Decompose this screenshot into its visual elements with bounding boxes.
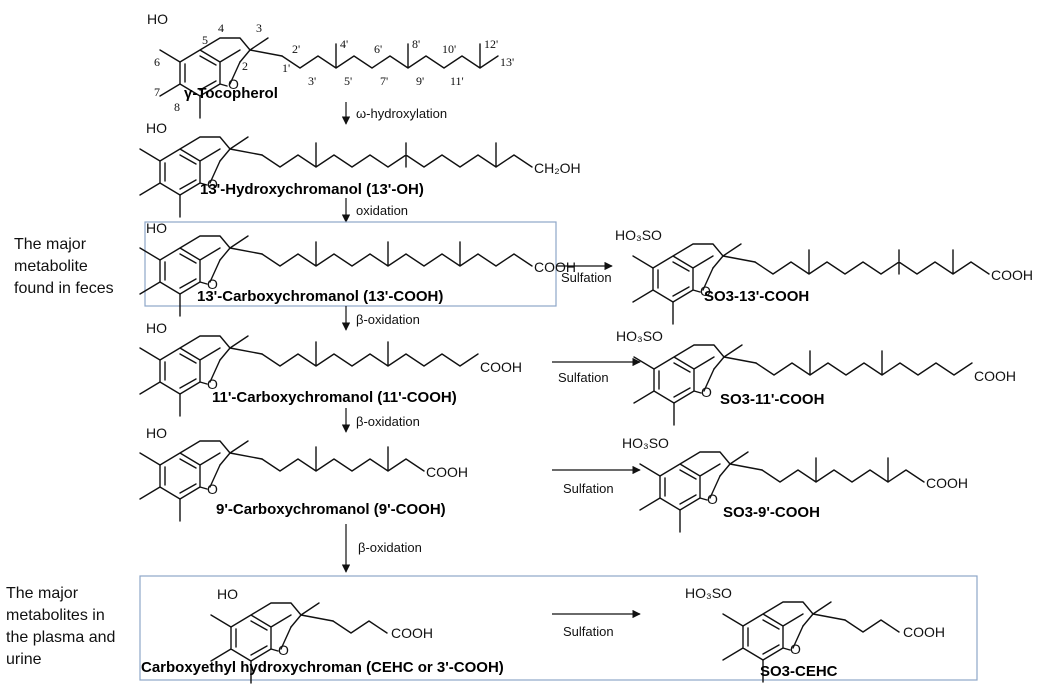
ring-oxygen-label: O (207, 376, 218, 392)
svg-text:4: 4 (218, 21, 224, 35)
note-plasma-line2: metabolites in (6, 607, 105, 624)
ring-oxygen-label: O (701, 384, 712, 400)
name-so3-11-cooh: SO3-11'-COOH (720, 391, 824, 408)
molecule-11-carboxychromanol: HO O COOH (139, 320, 522, 417)
note-plasma-line3: the plasma and (6, 629, 115, 646)
name-so3-9-cooh: SO3-9'-COOH (723, 504, 820, 521)
label-sulfation-13: Sulfation (561, 270, 612, 285)
name-so3-13-cooh: SO3-13'-COOH (704, 288, 809, 305)
hydroxyl-label: HO (147, 11, 168, 27)
label-beta-oxidation-1: β-oxidation (356, 312, 420, 327)
molecule-so3-cehc: HO₃SO O COOH (685, 585, 945, 683)
atom-numbering: 5 6 7 8 4 3 2 1' 2' 3' 4' 5' 6' 7' 8' 9'… (154, 21, 514, 114)
ring-oxygen-label: O (207, 481, 218, 497)
svg-text:12': 12' (484, 37, 498, 51)
ring-oxygen-label: O (707, 491, 718, 507)
svg-text:1': 1' (282, 61, 290, 75)
hydroxyl-label: HO (146, 220, 167, 236)
svg-text:8': 8' (412, 37, 420, 51)
label-beta-oxidation-2: β-oxidation (356, 414, 420, 429)
name-so3-cehc: SO3-CEHC (760, 663, 838, 680)
molecule-so3-9-cooh: HO₃SO O COOH (622, 435, 968, 533)
note-plasma-line4: urine (6, 651, 42, 668)
note-plasma-line1: The major (6, 585, 79, 602)
hydroxyl-label: HO (146, 425, 167, 441)
svg-text:6': 6' (374, 42, 382, 56)
svg-text:7: 7 (154, 85, 160, 99)
cooh-label: COOH (974, 368, 1016, 384)
name-9-carboxychromanol: 9'-Carboxychromanol (9'-COOH) (216, 501, 446, 518)
molecule-13-carboxychromanol: HO O COOH (139, 220, 576, 317)
sulfate-label: HO₃SO (622, 435, 669, 451)
ring-oxygen-label: O (228, 76, 239, 92)
ring-oxygen-label: O (207, 276, 218, 292)
ring-oxygen-label: O (207, 176, 218, 192)
molecule-so3-13-cooh: HO₃SO O COOH (615, 227, 1033, 325)
name-11-carboxychromanol: 11'-Carboxychromanol (11'-COOH) (212, 389, 457, 406)
sulfate-label: HO₃SO (685, 585, 732, 601)
cooh-label: COOH (991, 267, 1033, 283)
svg-text:3': 3' (308, 74, 316, 88)
svg-text:2': 2' (292, 42, 300, 56)
cooh-label: COOH (903, 624, 945, 640)
svg-text:13': 13' (500, 55, 514, 69)
label-oxidation: oxidation (356, 203, 408, 218)
label-sulfation-cehc: Sulfation (563, 624, 614, 639)
ring-oxygen-label: O (700, 283, 711, 299)
molecule-13-hydroxychromanol: HO O CH₂OH (139, 120, 581, 218)
molecule-gamma-tocopherol: HO O 5 6 7 8 4 3 2 1' 2' 3' 4' 5' 6' 7' … (147, 11, 514, 119)
name-13-hydroxychromanol: 13'-Hydroxychromanol (13'-OH) (200, 181, 424, 198)
molecule-so3-11-cooh: HO₃SO O COOH (616, 328, 1016, 426)
svg-text:8: 8 (174, 100, 180, 114)
cooh-label: COOH (480, 359, 522, 375)
cooh-label: COOH (426, 464, 468, 480)
sulfate-label: HO₃SO (616, 328, 663, 344)
note-feces-line2: metabolite (14, 258, 88, 275)
svg-text:4': 4' (340, 37, 348, 51)
svg-text:11': 11' (450, 74, 464, 88)
cooh-label: COOH (926, 475, 968, 491)
name-gamma-tocopherol: γ-Tocopherol (184, 85, 278, 102)
label-beta-oxidation-3: β-oxidation (358, 540, 422, 555)
svg-text:3: 3 (256, 21, 262, 35)
label-sulfation-9: Sulfation (563, 481, 614, 496)
box-feces-metabolite (144, 221, 557, 307)
svg-text:7': 7' (380, 74, 388, 88)
molecule-9-carboxychromanol: HO O COOH (139, 425, 468, 522)
svg-text:9': 9' (416, 74, 424, 88)
label-sulfation-11: Sulfation (558, 370, 609, 385)
box-plasma-urine-metabolites (139, 575, 978, 681)
name-13-carboxychromanol: 13'-Carboxychromanol (13'-COOH) (197, 288, 443, 305)
note-feces-line3: found in feces (14, 280, 114, 297)
label-omega-hydroxylation: ω-hydroxylation (356, 106, 447, 121)
molecule-cehc: HO O COOH (210, 586, 433, 684)
cooh-label: COOH (391, 625, 433, 641)
ch2oh-label: CH₂OH (534, 160, 581, 176)
note-feces-line1: The major (14, 236, 87, 253)
svg-text:5: 5 (202, 33, 208, 47)
svg-text:2: 2 (242, 59, 248, 73)
name-cehc: Carboxyethyl hydroxychroman (CEHC or 3'-… (141, 659, 504, 676)
hydroxyl-label: HO (146, 320, 167, 336)
ring-oxygen-label: O (278, 642, 289, 658)
svg-text:5': 5' (344, 74, 352, 88)
svg-text:6: 6 (154, 55, 160, 69)
hydroxyl-label: HO (217, 586, 238, 602)
hydroxyl-label: HO (146, 120, 167, 136)
svg-text:10': 10' (442, 42, 456, 56)
cooh-label: COOH (534, 259, 576, 275)
sulfate-label: HO₃SO (615, 227, 662, 243)
ring-oxygen-label: O (790, 641, 801, 657)
